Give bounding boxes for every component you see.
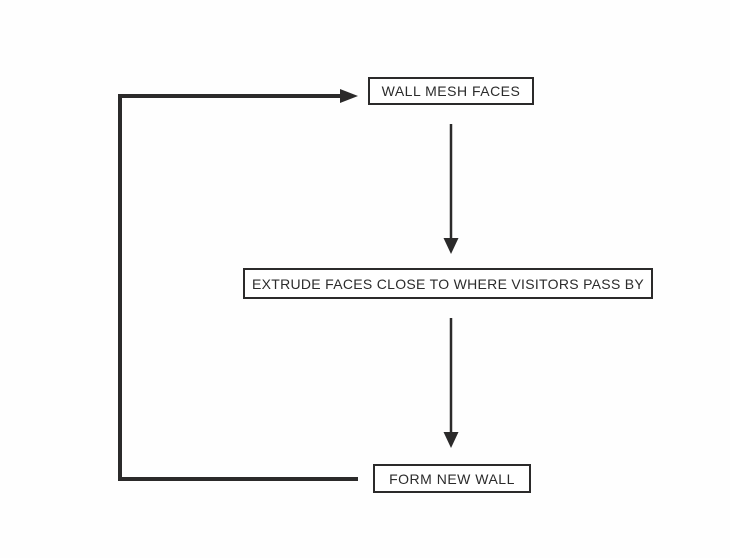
node-wall-mesh-faces: WALL MESH FACES xyxy=(368,77,534,105)
node-form-new-wall-label: FORM NEW WALL xyxy=(389,470,515,487)
arrow-wallmesh-to-extrude xyxy=(443,124,459,254)
arrow-extrude-to-formnewwall xyxy=(443,318,459,448)
node-form-new-wall: FORM NEW WALL xyxy=(373,464,531,493)
node-wall-mesh-faces-label: WALL MESH FACES xyxy=(381,83,521,99)
node-extrude-faces: EXTRUDE FACES CLOSE TO WHERE VISITORS PA… xyxy=(243,268,653,299)
node-extrude-faces-label: EXTRUDE FACES CLOSE TO WHERE VISITORS PA… xyxy=(251,275,645,292)
